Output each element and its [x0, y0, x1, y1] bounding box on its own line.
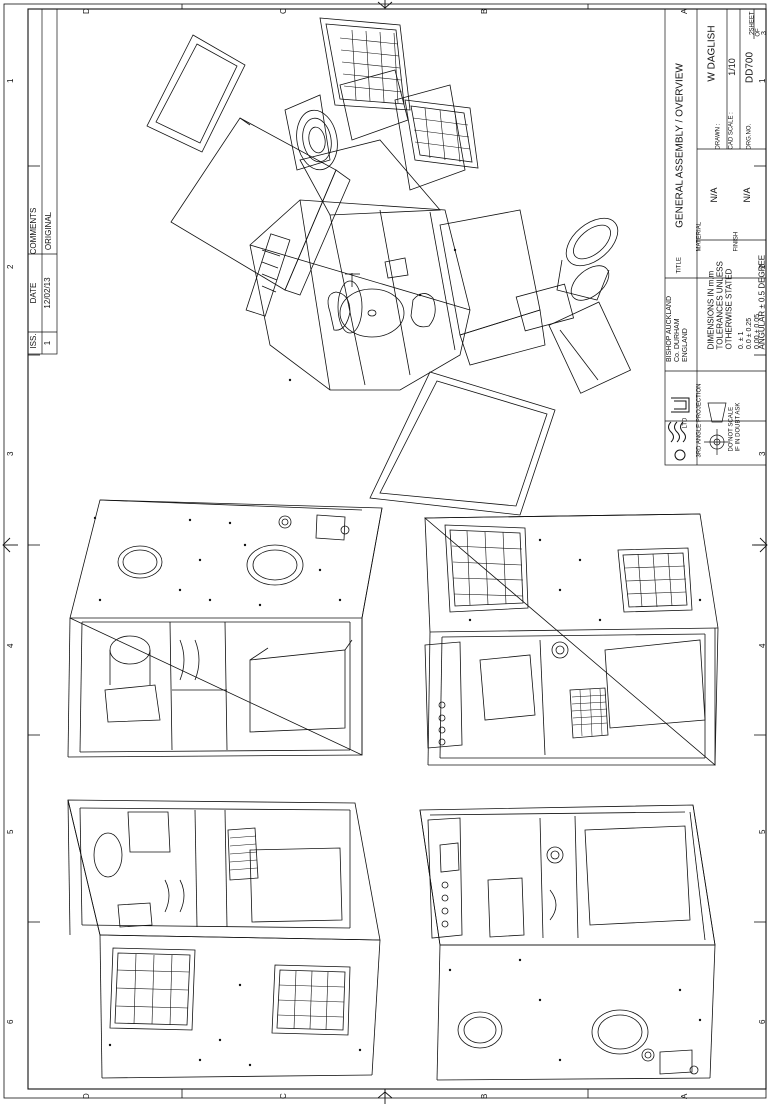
column-number-right-6: 6	[758, 1019, 767, 1024]
material-value: N/A	[709, 187, 719, 203]
row-letter-top-d: D	[82, 8, 91, 14]
company-line-1: BISHOP AUCKLAND	[666, 295, 673, 362]
tolerance-value-2: 0.0 ± 0.25	[746, 317, 753, 349]
row-letter-top-b: B	[480, 8, 489, 14]
column-number-left-5: 5	[6, 829, 15, 834]
scale-label: CAD SCALE :	[728, 112, 735, 150]
inner-frame	[27, 8, 767, 1090]
column-number-left-3: 3	[6, 451, 15, 456]
revision-header-iss: ISS.	[29, 333, 38, 349]
row-letter-bottom-a: A	[680, 1093, 689, 1099]
center-arrow-right	[752, 537, 768, 553]
projection-symbol	[704, 402, 730, 455]
drg-no-label: DRG.NO.	[746, 123, 753, 150]
exploded-view-drawing	[146, 17, 632, 516]
revision-header-date: DATE	[29, 282, 38, 304]
center-arrow-bottom	[377, 1089, 393, 1104]
assembled-view-c	[67, 799, 381, 1079]
material-label: MATERIAL	[696, 221, 703, 252]
row-letter-bottom-d: D	[82, 1093, 91, 1099]
revision-row-date: 12/02/13	[43, 277, 52, 309]
drg-no-value: DD700	[744, 51, 756, 84]
rivet-dots	[93, 248, 702, 1067]
column-number-left-2: 2	[6, 264, 15, 269]
row-letter-bottom-b: B	[480, 1093, 489, 1099]
title-label: TITLE	[676, 257, 683, 274]
column-number-left-1: 1	[6, 78, 15, 83]
revision-header-comments: COMMENTS	[29, 207, 38, 255]
tolerance-line-3: OTHERWISE STATED	[724, 268, 734, 350]
center-arrow-left	[2, 537, 18, 553]
column-number-left-4: 4	[6, 643, 15, 648]
company-line-3: ENGLAND	[682, 328, 689, 362]
scale-value: 1/10	[727, 58, 737, 76]
revision-row-iss: 1	[43, 340, 52, 346]
revision-table	[27, 8, 58, 355]
title-block	[664, 8, 767, 466]
finish-label: FINISH	[733, 231, 740, 252]
row-letter-top-a: A	[680, 8, 689, 14]
assembled-view-d	[419, 804, 716, 1081]
drawn-label: DRAWN :	[715, 123, 722, 150]
center-arrow-top	[377, 0, 393, 9]
column-number-left-6: 6	[6, 1019, 15, 1024]
finish-value: N/A	[742, 187, 752, 203]
sheet-total: 3	[761, 31, 768, 35]
logo-text: LTD	[682, 417, 689, 429]
row-letter-bottom-c: C	[279, 1093, 288, 1099]
revision-row-comments: ORIGINAL	[44, 211, 53, 251]
tolerance-value-1: 0. ± 1	[738, 331, 745, 349]
drawing-title: GENERAL ASSEMBLY / OVERVIEW	[674, 63, 686, 228]
zone-ticks	[28, 4, 766, 1098]
drawn-value: W DAGLISH	[706, 25, 718, 82]
company-logo	[668, 397, 690, 461]
company-line-2: Co. DURHAM	[674, 318, 681, 362]
tolerance-value-4: ANGULAR ± 0.5 DEGREE	[757, 254, 767, 350]
column-number-right-1: 1	[758, 78, 767, 83]
assembled-view-a	[67, 499, 383, 758]
column-number-right-5: 5	[758, 829, 767, 834]
projection-label: 3RD ANGLE PROJECTION	[696, 383, 703, 458]
outer-border	[3, 3, 767, 1099]
row-letter-top-c: C	[279, 8, 288, 14]
assembled-view-b	[423, 513, 719, 766]
do-not-scale-line-2: IF IN DOUBT ASK	[735, 402, 742, 452]
do-not-scale-line-1: DO NOT SCALE	[728, 406, 735, 452]
column-number-right-4: 4	[758, 643, 767, 648]
column-number-right-3: 3	[758, 451, 767, 456]
